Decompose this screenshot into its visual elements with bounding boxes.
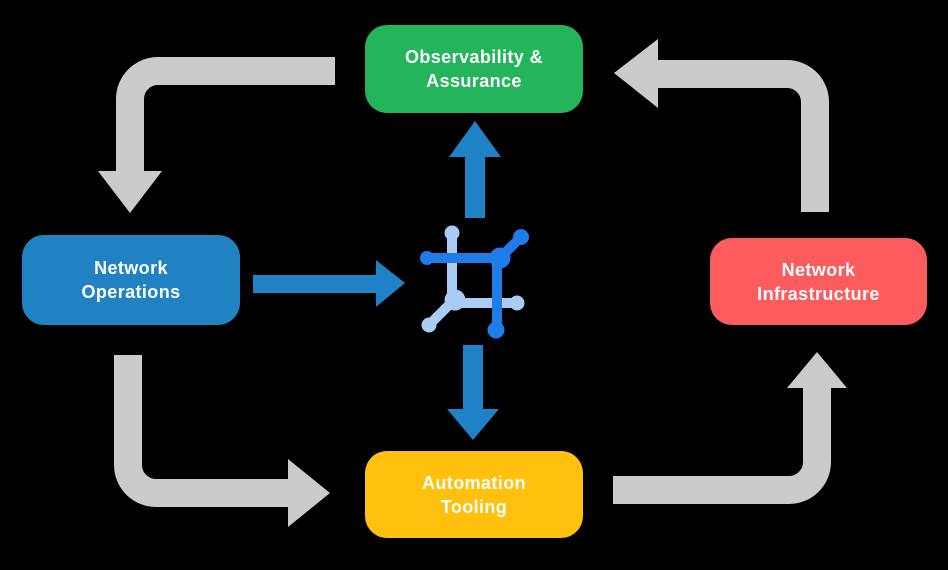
node-automation-tooling: Automation Tooling (365, 451, 583, 538)
arrow-operations-to-icon (253, 260, 405, 307)
node-network-operations: Network Operations (22, 235, 240, 325)
node-label-line: Network (781, 259, 856, 280)
node-network-infrastructure: Network Infrastructure (710, 238, 927, 325)
arrow-operations-to-tooling (114, 355, 330, 527)
network-mesh-icon (420, 225, 529, 339)
node-label-line: Operations (81, 282, 181, 302)
arrow-observability-to-operations (98, 57, 335, 213)
node-label-line: Network (94, 258, 168, 278)
node-observability-assurance: Observability & Assurance (365, 25, 583, 113)
arrow-icon-to-tooling (447, 345, 499, 440)
arrow-infrastructure-to-observability (614, 39, 829, 212)
node-label-line: Infrastructure (757, 283, 880, 304)
arrow-tooling-to-infrastructure (613, 352, 847, 504)
node-label-line: Automation (422, 472, 526, 493)
node-label-line: Assurance (426, 71, 522, 91)
node-label-line: Tooling (440, 496, 508, 517)
node-label-line: Observability & (404, 47, 544, 67)
arrow-icon-to-observability (449, 121, 501, 218)
